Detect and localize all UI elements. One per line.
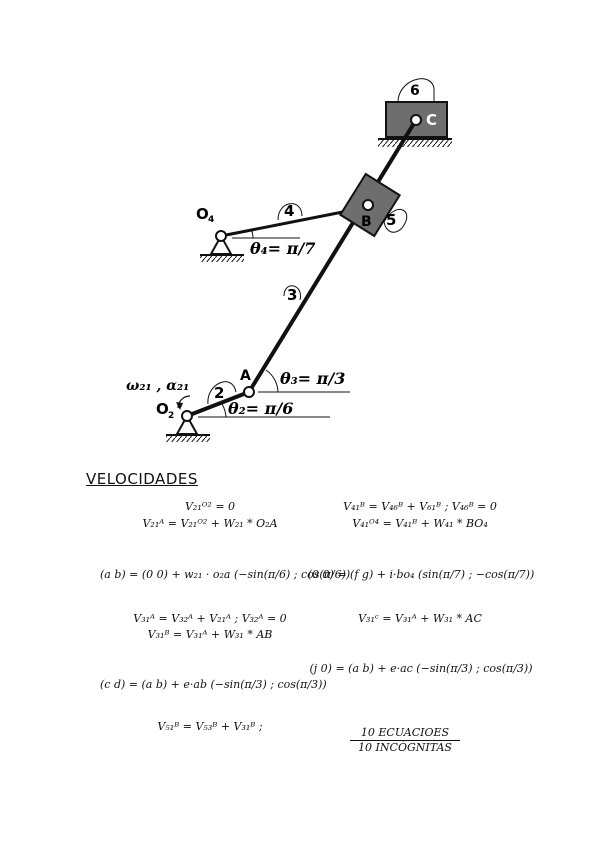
link-6-arc (397, 78, 435, 103)
link-5-arc (383, 209, 408, 233)
theta4-arc (250, 228, 254, 239)
label-o4: O (196, 205, 209, 223)
theta3-arc (265, 369, 279, 393)
omega-arrow (177, 395, 191, 409)
label-theta2: θ₂= π/6 (228, 399, 293, 418)
link-3 (247, 118, 418, 394)
label-link5: 5 (386, 211, 396, 229)
link-4-arc (277, 203, 303, 221)
joint-a (243, 386, 255, 398)
label-a: A (240, 368, 251, 384)
label-o2: O (156, 400, 169, 418)
fraction-numerator: 10 ECUACIOES (350, 726, 460, 741)
eq-left-5: V₃₁ᴮ = V₃₁ᴬ + W₃₁ * AB (147, 628, 273, 641)
link-2 (186, 390, 250, 418)
fraction-denominator: 10 INCÓGNITAS (358, 741, 452, 754)
label-link2: 2 (214, 384, 224, 402)
link-2-arc (207, 381, 237, 405)
theta2-arc (221, 403, 227, 418)
label-b: B (361, 214, 372, 230)
link-3-arc (283, 285, 301, 301)
eq-left-7: V₅₁ᴮ = V₅₃ᴮ + V₃₁ᴮ ; (157, 720, 263, 733)
eq-left-4: V₃₁ᴬ = V₃₂ᴬ + V₂₁ᴬ ; V₃₂ᴬ = 0 (133, 612, 287, 625)
eq-right-5: (j 0) = (a b) + e·ac (−sin(π/3) ; cos(π/… (309, 662, 533, 675)
ground-o4 (200, 233, 244, 262)
eq-left-3: (a b) = (0 0) + w₂₁ · o₂a (−sin(π/6) ; c… (100, 568, 351, 581)
label-link4: 4 (284, 202, 294, 220)
label-omega-alpha: ω₂₁ , α₂₁ (126, 378, 189, 394)
omega-arrowhead (176, 402, 183, 410)
eq-left-2: V₂₁ᴬ = V₂₁ᴼ² + W₂₁ * O₂A (142, 517, 278, 530)
label-o4-sub: 4 (208, 215, 214, 225)
label-link6: 6 (410, 83, 420, 99)
section-title: VELOCIDADES (86, 470, 198, 488)
mechanism-diagram: 6 C B 5 4 O 4 θ₄= π/7 3 θ₃= π/3 A 2 ω₂₁ … (126, 78, 452, 442)
label-o2-sub: 2 (168, 411, 174, 421)
equation-count-fraction: 10 ECUACIOES 10 INCÓGNITAS (350, 726, 460, 754)
joint-c (410, 114, 422, 126)
joint-o2 (181, 410, 193, 422)
label-theta3: θ₃= π/3 (280, 369, 345, 388)
eq-left-1: V₂₁ᴼ² = 0 (184, 500, 236, 513)
eq-right-3: (0 0) = (f g) + i·bo₄ (sin(π/7) ; −cos(π… (307, 568, 535, 581)
ground-o2 (166, 413, 210, 442)
eq-right-2: V₄₁ᴼ⁴ = V₄₁ᴮ + W₄₁ * BO₄ (352, 517, 488, 530)
eq-right-4: V₃₁ᶜ = V₃₁ᴬ + W₃₁ * AC (358, 612, 482, 625)
ground-c (378, 138, 452, 147)
eq-right-1: V₄₁ᴮ = V₄₆ᴮ + V₆₁ᴮ ; V₄₆ᴮ = 0 (343, 500, 497, 513)
label-link3: 3 (287, 286, 297, 304)
eq-left-6: (c d) = (a b) + e·ab (−sin(π/3) ; cos(π/… (100, 678, 327, 691)
label-theta4: θ₄= π/7 (250, 239, 315, 258)
joint-b (362, 199, 374, 211)
joint-o4 (215, 230, 227, 242)
label-c: C (426, 111, 437, 129)
